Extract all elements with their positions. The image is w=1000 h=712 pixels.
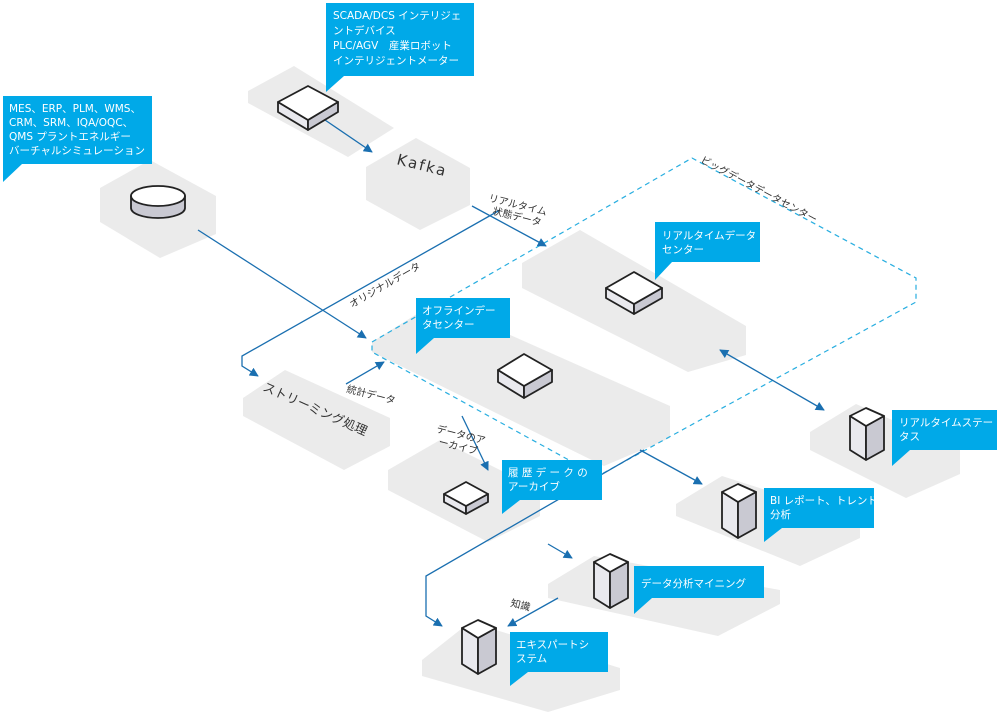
edge-label-original-data: オリジナルデータ xyxy=(347,259,423,310)
realtime-center-icon xyxy=(605,271,663,315)
callout-field-devices-line1: SCADA/DCS インテリジェ xyxy=(333,10,461,22)
callout-data-mining-text: データ分析マイニング xyxy=(641,577,746,590)
callout-archive-line1: 履 歴 デ ー ク の xyxy=(508,466,588,479)
big-data-center-boundary xyxy=(371,157,917,477)
callout-offline-center: オフラインデー タセンター xyxy=(416,298,510,354)
edge-streaming-to-offline xyxy=(345,361,385,385)
callout-realtime-status-line1: リアルタイムステー xyxy=(899,417,993,429)
callout-enterprise-line4: バーチャルシミュレーション xyxy=(9,145,145,157)
callout-field-devices-line4: インテリジェントメーター xyxy=(333,55,459,67)
callout-archive-line2: アーカイブ xyxy=(508,480,560,493)
callout-field-devices-line3: PLC/AGV 産業ロボット xyxy=(333,39,452,52)
callout-realtime-center-line1: リアルタイムデータ xyxy=(662,229,756,242)
callout-field-devices: SCADA/DCS インテリジェ ントデバイス PLC/AGV 産業ロボット イ… xyxy=(326,3,474,92)
edge-offline-to-bi xyxy=(639,449,703,485)
edge-kafka-to-streaming xyxy=(241,209,501,377)
edge-devices-to-kafka xyxy=(324,119,373,153)
callout-bi-report-line1: BI レポート、トレンド xyxy=(770,495,878,507)
callout-bi-report: BI レポート、トレンド 分析 xyxy=(764,488,878,542)
callout-data-mining: データ分析マイニング xyxy=(634,566,764,614)
database-icon xyxy=(130,185,186,219)
callout-enterprise-line3: QMS プラントエネルギー xyxy=(9,131,131,143)
expert-system-server-icon xyxy=(461,619,497,675)
offline-center-icon xyxy=(497,353,553,399)
plate-realtime-status xyxy=(810,404,960,498)
callout-realtime-center-line2: センター xyxy=(662,244,704,256)
callout-expert-system-line1: エキスパートシ xyxy=(516,639,589,651)
callout-offline-center-line1: オフラインデー xyxy=(422,304,496,317)
edge-kafka-to-realtime xyxy=(471,205,547,247)
edge-offline-to-expert xyxy=(425,449,645,627)
callout-realtime-status-line2: タス xyxy=(899,431,920,443)
realtime-status-server-icon xyxy=(849,407,885,461)
bi-report-server-icon xyxy=(721,483,757,539)
plate-kafka xyxy=(366,138,470,230)
callout-field-devices-line2: ントデバイス xyxy=(333,24,396,37)
callout-bi-report-line2: 分析 xyxy=(770,508,791,521)
data-mining-server-icon xyxy=(593,553,629,609)
edge-mining-to-expert xyxy=(507,597,559,627)
edge-realtime-to-status xyxy=(719,349,825,411)
callout-realtime-center: リアルタイムデータ センター xyxy=(655,222,760,280)
archive-icon xyxy=(443,481,489,515)
edge-to-data-mining xyxy=(547,543,573,559)
callout-expert-system-line2: ステム xyxy=(516,653,547,665)
plate-streaming xyxy=(243,370,390,470)
edge-offline-to-archive xyxy=(461,415,489,471)
callout-enterprise-systems: MES、ERP、PLM、WMS、 CRM、SRM、IQA/OQC、 QMS プラ… xyxy=(3,96,152,182)
edge-enterprise-to-offline xyxy=(197,229,367,339)
field-devices-icon xyxy=(277,85,339,131)
callout-archive: 履 歴 デ ー ク の アーカイブ xyxy=(502,460,602,514)
callout-realtime-status: リアルタイムステー タス xyxy=(892,410,997,466)
callout-offline-center-line2: タセンター xyxy=(422,319,475,331)
callout-expert-system: エキスパートシ ステム xyxy=(510,632,608,686)
big-data-center-label: ビッグデータデータセンター xyxy=(699,153,820,226)
callout-enterprise-line1: MES、ERP、PLM、WMS、 xyxy=(9,103,141,115)
callout-enterprise-line2: CRM、SRM、IQA/OQC、 xyxy=(9,117,133,129)
edge-label-knowledge: 知識 xyxy=(509,596,532,613)
